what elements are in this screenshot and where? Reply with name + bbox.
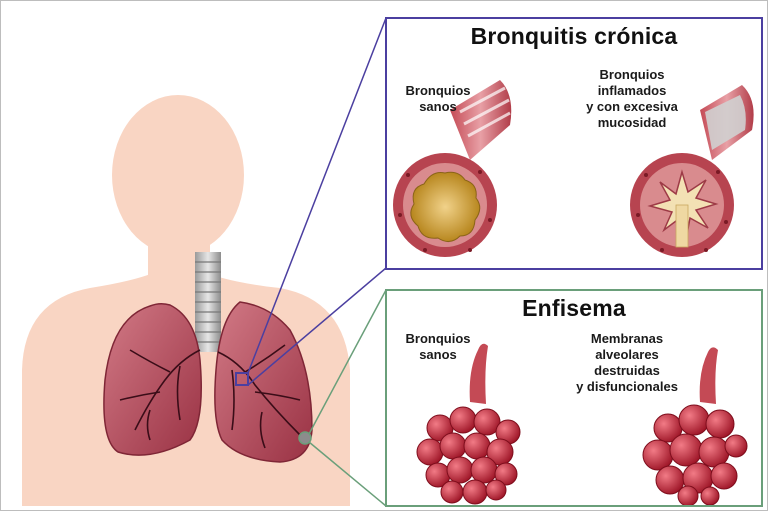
trachea	[195, 252, 221, 352]
label-line: Bronquios	[567, 67, 697, 83]
label-line: inflamados	[567, 83, 697, 99]
bronquitis-title: Bronquitis crónica	[387, 23, 761, 50]
label-line: mucosidad	[567, 115, 697, 131]
label-line: y disfuncionales	[557, 379, 697, 395]
enfisema-title: Enfisema	[387, 295, 761, 322]
label-line: destruidas	[557, 363, 697, 379]
label-line: y con excesiva	[567, 99, 697, 115]
enfisema-panel: Enfisema Bronquios sanos Membranas alveo…	[385, 289, 763, 507]
label-line: Membranas	[557, 331, 697, 347]
label-line: sanos	[393, 99, 483, 115]
enfisema-damaged-label: Membranas alveolares destruidas y disfun…	[557, 331, 697, 395]
label-line: sanos	[393, 347, 483, 363]
enfisema-healthy-label: Bronquios sanos	[393, 331, 483, 363]
bronquitis-healthy-label: Bronquios sanos	[393, 83, 483, 115]
bronquitis-inflamed-label: Bronquios inflamados y con excesiva muco…	[567, 67, 697, 131]
label-line: Bronquios	[393, 83, 483, 99]
label-line: alveolares	[557, 347, 697, 363]
label-line: Bronquios	[393, 331, 483, 347]
bronquitis-panel: Bronquitis crónica Bronquios sanos Bronq…	[385, 17, 763, 270]
